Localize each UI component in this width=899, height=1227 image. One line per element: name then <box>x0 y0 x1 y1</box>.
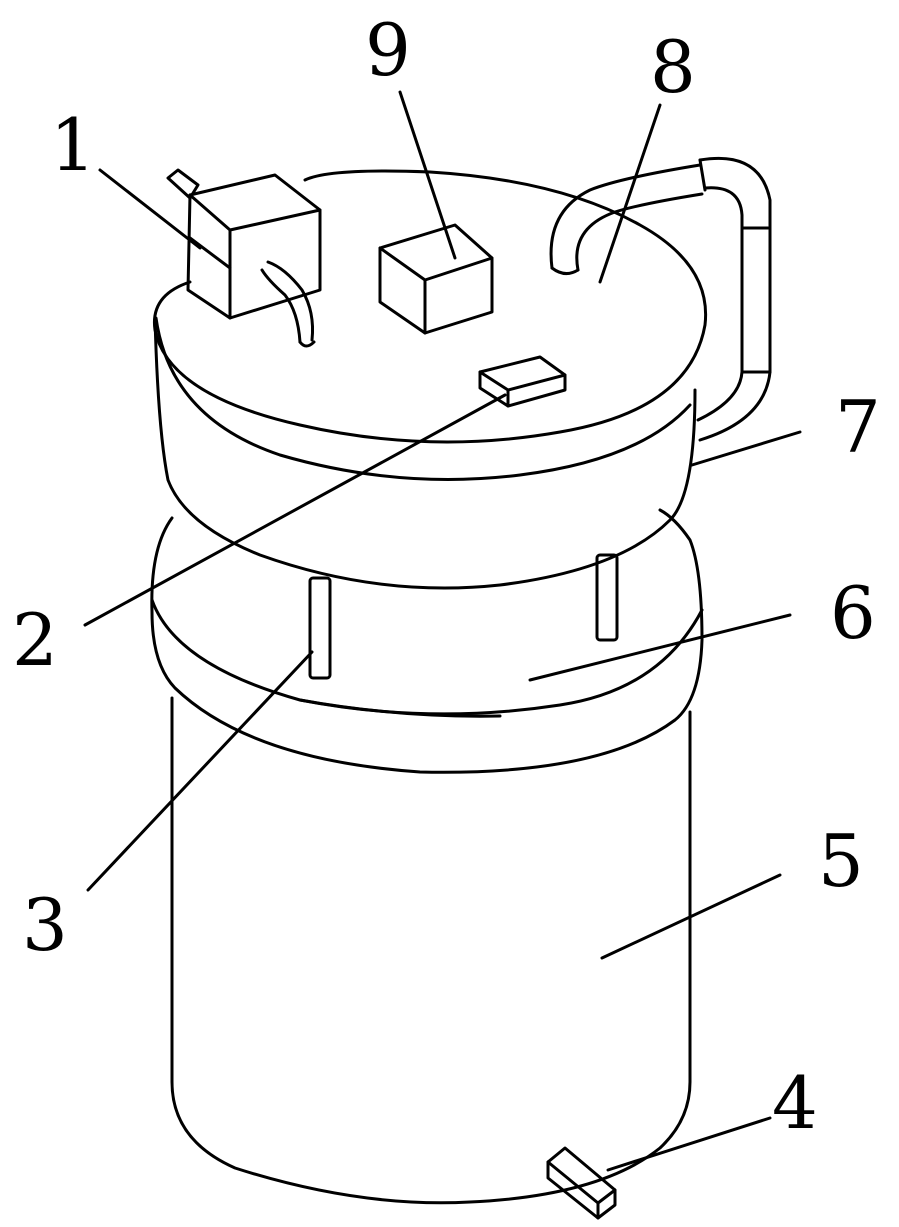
label-7: 7 <box>835 385 881 469</box>
upper-section <box>153 316 697 590</box>
label-4: 4 <box>772 1061 818 1145</box>
leader-lines <box>83 90 802 1172</box>
outlet-tap <box>546 1146 617 1220</box>
leader-3 <box>86 650 314 892</box>
label-9: 9 <box>365 8 411 92</box>
lid <box>152 169 708 444</box>
leader-1 <box>98 168 202 250</box>
label-3: 3 <box>22 883 68 967</box>
label-2: 2 <box>12 598 58 682</box>
support-rod-right <box>595 553 619 642</box>
leader-4 <box>606 1116 772 1172</box>
leader-2 <box>83 393 507 627</box>
leader-9 <box>398 90 457 260</box>
small-box <box>378 223 494 335</box>
leader-6 <box>528 613 792 682</box>
label-5: 5 <box>818 819 864 903</box>
reference-numerals: 1 2 3 4 5 6 7 8 9 <box>12 8 881 1145</box>
sensor-block <box>478 355 567 408</box>
curved-pipe <box>549 163 704 275</box>
label-1: 1 <box>50 103 96 187</box>
main-barrel <box>170 696 692 1205</box>
label-6: 6 <box>830 571 876 655</box>
label-8: 8 <box>650 25 696 109</box>
leader-5 <box>600 873 782 960</box>
side-handle <box>696 156 772 442</box>
middle-section <box>150 508 704 774</box>
leader-7 <box>690 430 802 467</box>
leader-8 <box>598 103 662 284</box>
control-box <box>166 168 322 348</box>
support-rod-left <box>308 576 332 680</box>
